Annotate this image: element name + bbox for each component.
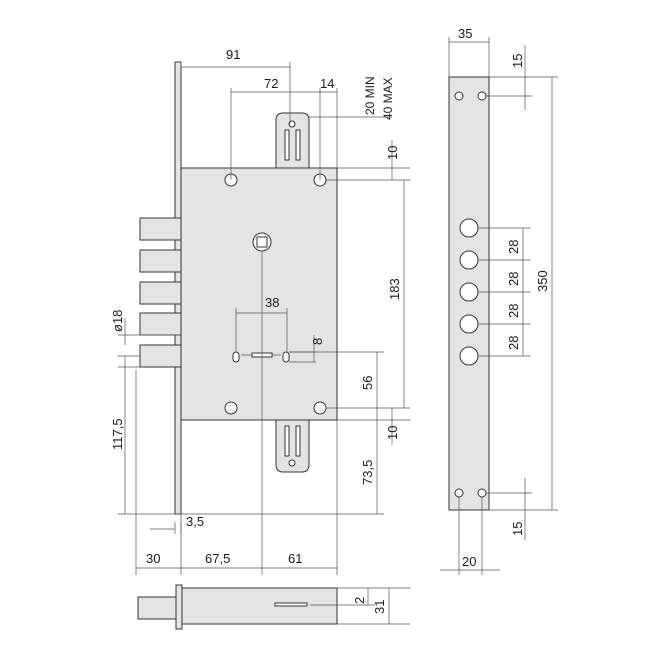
faceplate-screw-top-left bbox=[454, 91, 464, 101]
bottom-follower-plate bbox=[275, 417, 310, 473]
faceplate-bolt-hole-2 bbox=[459, 250, 479, 270]
faceplate-bolt-hole-5 bbox=[459, 346, 479, 366]
dim-bolt-diameter: ø18 bbox=[110, 310, 125, 332]
dim-31: 31 bbox=[372, 600, 387, 614]
front-view: 91 72 14 20 MIN 40 MAX 10 183 38 8 bbox=[110, 47, 410, 575]
faceplate-strip bbox=[448, 76, 490, 511]
dim-8: 8 bbox=[310, 338, 325, 345]
lock-body bbox=[180, 167, 338, 421]
dim-350: 350 bbox=[535, 270, 550, 292]
faceplate-screw-bottom-left bbox=[454, 488, 464, 498]
cylinder-hole-left bbox=[232, 351, 240, 363]
bolt-3 bbox=[139, 281, 182, 305]
bottom-view: 2 31 bbox=[137, 584, 410, 630]
faceplate-screw-top-right bbox=[477, 91, 487, 101]
dim-30: 30 bbox=[146, 551, 160, 566]
faceplate-bolt-hole-3 bbox=[459, 282, 479, 302]
dim-91: 91 bbox=[226, 47, 240, 62]
dim-183: 183 bbox=[387, 278, 402, 300]
bottom-bolt bbox=[137, 596, 177, 620]
dim-15-bottom: 15 bbox=[510, 522, 525, 536]
dim-10-bottom: 10 bbox=[385, 426, 400, 440]
top-follower-hole bbox=[288, 120, 296, 128]
bolt-2 bbox=[139, 249, 182, 273]
dim-2: 2 bbox=[352, 597, 367, 604]
dim-20-min: 20 MIN bbox=[363, 76, 377, 115]
bolt-1 bbox=[139, 217, 182, 241]
fixing-hole-bottom-left bbox=[224, 401, 238, 415]
dim-10-top: 10 bbox=[385, 146, 400, 160]
dim-pitch-4: 28 bbox=[506, 336, 521, 350]
dim-56: 56 bbox=[360, 376, 375, 390]
top-follower-slot-left bbox=[284, 129, 290, 161]
dim-20: 20 bbox=[462, 554, 476, 569]
dim-14: 14 bbox=[320, 76, 334, 91]
bottom-follower-hole bbox=[288, 459, 296, 467]
faceplate-bolt-hole-4 bbox=[459, 314, 479, 334]
dim-pitch-1: 28 bbox=[506, 240, 521, 254]
bottom-faceplate bbox=[175, 584, 183, 630]
dim-67-5: 67,5 bbox=[205, 551, 230, 566]
follower-square-hole bbox=[256, 236, 268, 248]
bottom-follower-slot-right bbox=[295, 425, 301, 457]
dim-3-5: 3,5 bbox=[186, 514, 204, 529]
top-follower-slot-right bbox=[295, 129, 301, 161]
top-follower-plate bbox=[275, 112, 310, 171]
bolt-4 bbox=[139, 312, 182, 336]
dim-40-max: 40 MAX bbox=[381, 77, 395, 120]
fixing-hole-bottom-right bbox=[313, 401, 327, 415]
cylinder-hole-right bbox=[282, 351, 290, 363]
dim-61: 61 bbox=[288, 551, 302, 566]
dim-73-5: 73,5 bbox=[360, 460, 375, 485]
bottom-body bbox=[181, 587, 338, 625]
bottom-slot bbox=[274, 602, 308, 607]
dim-35: 35 bbox=[458, 26, 472, 41]
bottom-follower-slot-left bbox=[284, 425, 290, 457]
faceplate-screw-bottom-right bbox=[477, 488, 487, 498]
bolt-5 bbox=[139, 344, 182, 368]
dim-117-5: 117,5 bbox=[110, 418, 125, 450]
dim-pitch-3: 28 bbox=[506, 304, 521, 318]
dim-38: 38 bbox=[265, 295, 279, 310]
faceplate-bolt-hole-1 bbox=[459, 218, 479, 238]
dim-pitch-2: 28 bbox=[506, 272, 521, 286]
dim-15-top: 15 bbox=[510, 54, 525, 68]
dim-72: 72 bbox=[264, 76, 278, 91]
faceplate-view: 35 15 28 28 28 28 350 15 20 bbox=[440, 26, 558, 575]
